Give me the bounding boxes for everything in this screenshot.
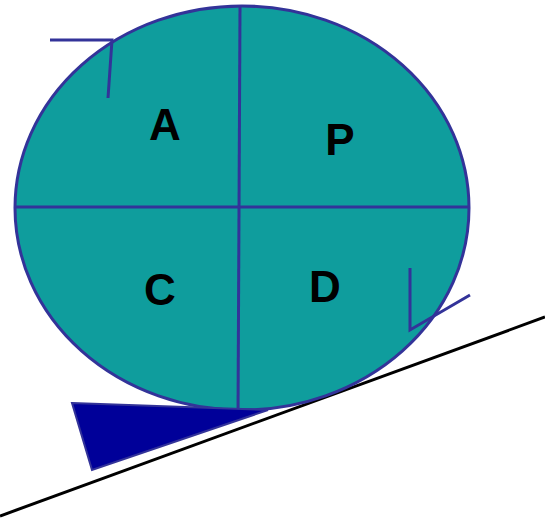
quadrant-region: C bbox=[136, 260, 184, 320]
quadrant-region: A bbox=[141, 95, 189, 155]
rotation-arrow bbox=[50, 40, 112, 98]
quadrant-divider bbox=[16, 206, 468, 209]
quadrant-letter: D bbox=[309, 265, 341, 309]
quadrant-letter: A bbox=[149, 103, 181, 147]
rotation-arrow bbox=[410, 268, 470, 330]
quadrant-letter: P bbox=[325, 118, 354, 162]
quadrant-letter: C bbox=[144, 268, 176, 312]
wedge-stopper bbox=[72, 403, 268, 470]
cycle-wheel bbox=[15, 6, 469, 410]
quadrant-divider bbox=[238, 7, 240, 416]
quadrant-region: P bbox=[317, 110, 363, 170]
quadrant-region: D bbox=[301, 257, 349, 317]
